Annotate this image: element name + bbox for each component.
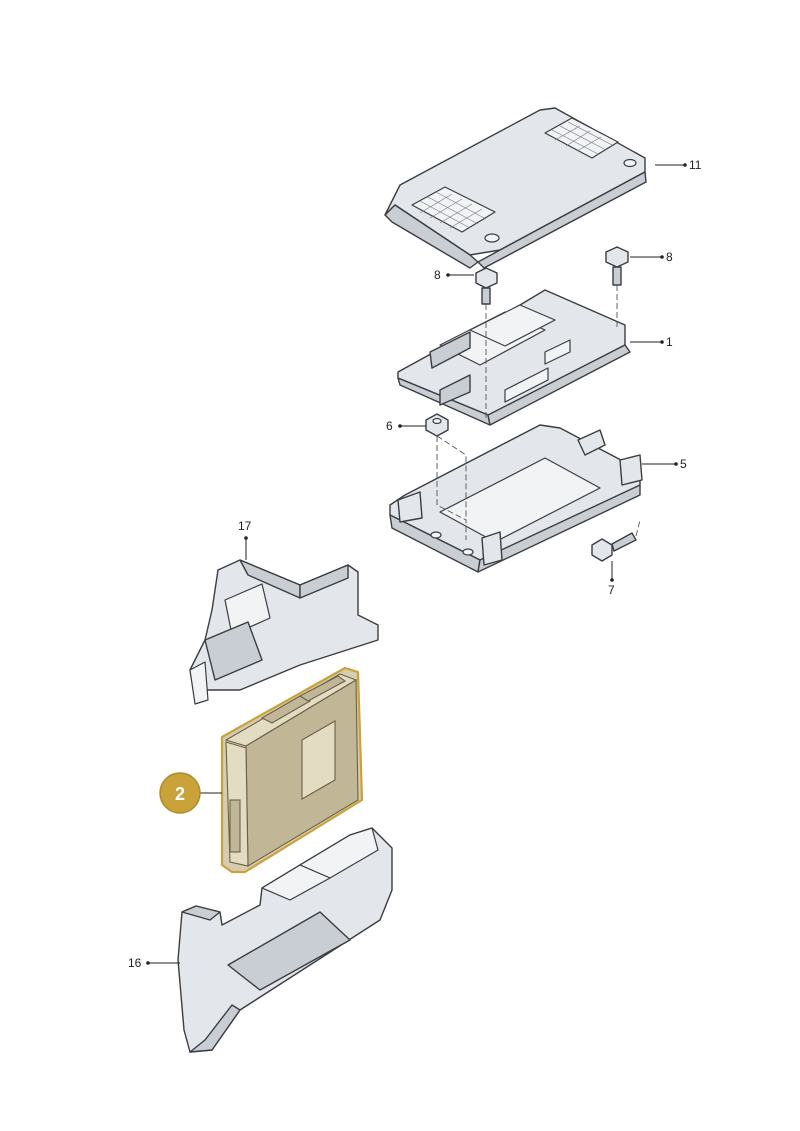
callout-8-left: 8 <box>434 268 474 282</box>
part-16-lower-holder <box>177 827 393 1053</box>
svg-text:17: 17 <box>238 519 252 533</box>
callout-5: 5 <box>642 457 687 471</box>
part-17-upper-holder <box>189 559 379 705</box>
svg-text:5: 5 <box>680 457 687 471</box>
svg-text:6: 6 <box>386 419 393 433</box>
part-7-screw <box>591 532 637 562</box>
part-11-cover <box>384 107 647 269</box>
part-1-control-unit <box>397 289 631 426</box>
svg-text:1: 1 <box>666 335 673 349</box>
callout-11: 11 <box>655 158 702 172</box>
callout-16: 16 <box>128 956 180 970</box>
svg-text:7: 7 <box>608 583 615 597</box>
svg-text:2: 2 <box>175 784 185 804</box>
part-8-bolt-left <box>475 267 498 305</box>
callout-8-right: 8 <box>630 250 673 264</box>
callout-2-badge <box>159 772 201 814</box>
svg-text:16: 16 <box>128 956 142 970</box>
part-5-bracket <box>389 424 643 573</box>
svg-text:11: 11 <box>689 158 702 172</box>
svg-text:8: 8 <box>434 268 441 282</box>
part-8-bolt-right <box>605 246 629 286</box>
callout-17: 17 <box>238 519 252 560</box>
callout-6: 6 <box>386 419 426 433</box>
cover-vent-front <box>411 186 496 233</box>
part-2-highlighted-module <box>220 666 364 874</box>
callout-1: 1 <box>630 335 673 349</box>
callout-2: 2 <box>159 772 222 814</box>
part-6-nut <box>425 413 449 437</box>
svg-text:8: 8 <box>666 250 673 264</box>
cover-vent-rear <box>544 117 619 159</box>
callout-7: 7 <box>608 561 615 597</box>
alignment-lines <box>436 285 641 540</box>
